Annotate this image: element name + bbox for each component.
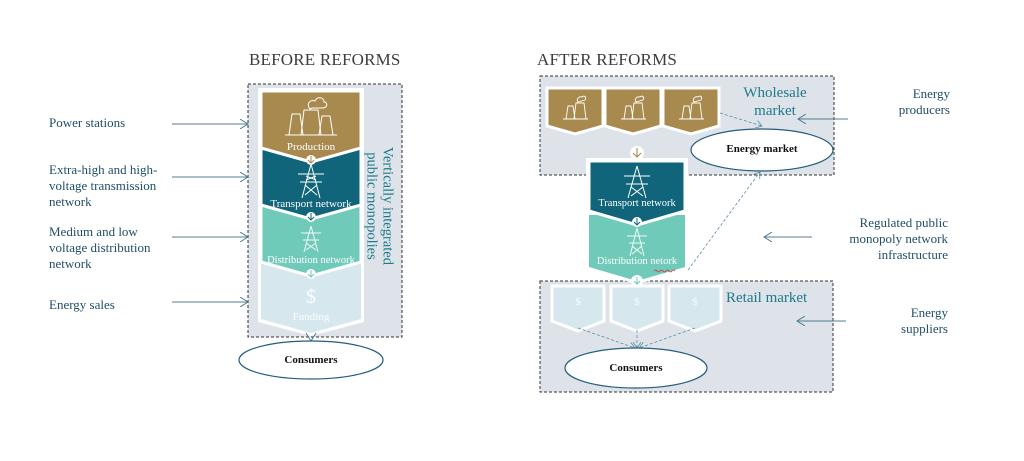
producers-line1: Energy — [912, 86, 950, 101]
after-distribution-block — [589, 215, 685, 281]
down-arrow-icon — [630, 146, 644, 160]
retail-market-title: Retail market — [726, 290, 808, 306]
arrow-supplier1-to-consumers — [577, 327, 635, 348]
label-transmission-network: Extra-high and high-voltage transmission… — [49, 162, 158, 209]
production-label: Production — [286, 141, 336, 153]
vertical-label-line1: Vertically integrated — [379, 147, 396, 265]
suppliers-line1: Energy — [910, 305, 948, 320]
label-power-stations: Power stations — [49, 115, 126, 130]
distribution-label: Distribution network — [267, 255, 355, 266]
regulated-line1: Regulated public — [859, 215, 948, 230]
power-plant-icon — [621, 95, 646, 120]
supplier-block — [550, 284, 606, 333]
transport-label: Transport network — [270, 198, 352, 210]
after-transport-block — [587, 159, 687, 227]
power-plant-icon — [563, 95, 588, 120]
after-transport-label: Transport network — [598, 198, 676, 209]
vertical-label-line2: public monopolies — [363, 152, 380, 260]
wholesale-title-line2: market — [754, 103, 796, 119]
pylon-icon — [624, 165, 650, 199]
pylon-icon — [298, 163, 324, 199]
consumers-ellipse-before — [238, 340, 384, 380]
power-plant-icon — [679, 95, 704, 120]
down-arrow-icon — [631, 275, 643, 287]
suppliers-line2: suppliers — [901, 321, 948, 336]
pylon-icon — [301, 225, 321, 253]
down-arrow-icon — [306, 269, 316, 279]
label-energy-producers: Energy producers — [850, 86, 950, 118]
wholesale-title-line1: Wholesale — [743, 85, 807, 101]
power-plant-icon — [285, 97, 337, 136]
supplier-block — [609, 284, 665, 333]
regulated-line2: monopoly network — [849, 231, 948, 246]
arrow-producers-to-market — [719, 112, 762, 126]
dollar-icon: $ — [634, 296, 640, 308]
supplier-blocks — [550, 284, 723, 333]
label-regulated-monopoly: Regulated public monopoly network infras… — [820, 215, 948, 263]
funding-label: Funding — [292, 311, 330, 323]
funding-block — [261, 262, 361, 333]
dollar-icon: $ — [575, 296, 581, 308]
wholesale-market-title: Wholesale market — [725, 84, 825, 120]
pylon-icon — [627, 227, 647, 257]
before-reforms-title: BEFORE REFORMS — [249, 50, 401, 69]
after-distribution-label: Distribution netork — [596, 256, 678, 267]
energy-market-label: Energy market — [726, 143, 798, 155]
label-energy-sales: Energy sales — [49, 297, 115, 312]
arrow-network-to-market — [687, 172, 760, 271]
dollar-icon: $ — [692, 296, 698, 308]
down-arrow-icon — [306, 212, 316, 222]
production-block — [259, 89, 363, 164]
supplier-block — [667, 284, 723, 333]
down-arrow-icon — [306, 155, 316, 165]
after-reforms-title: AFTER REFORMS — [537, 50, 678, 69]
spellcheck-underline — [653, 269, 676, 273]
consumers-label-after: Consumers — [609, 362, 663, 374]
vertically-integrated-label: Vertically integrated public monopolies — [355, 90, 405, 335]
down-arrow-icon — [632, 217, 642, 227]
producers-line2: producers — [898, 102, 950, 117]
consumers-label-before: Consumers — [284, 354, 338, 366]
energy-market-ellipse — [690, 128, 834, 172]
label-distribution-network: Medium and low voltage distribution netw… — [49, 224, 151, 271]
consumers-ellipse-after — [564, 347, 708, 389]
label-energy-suppliers: Energy suppliers — [848, 305, 948, 337]
dollar-icon: $ — [306, 286, 316, 308]
regulated-line3: infrastructure — [877, 247, 948, 262]
